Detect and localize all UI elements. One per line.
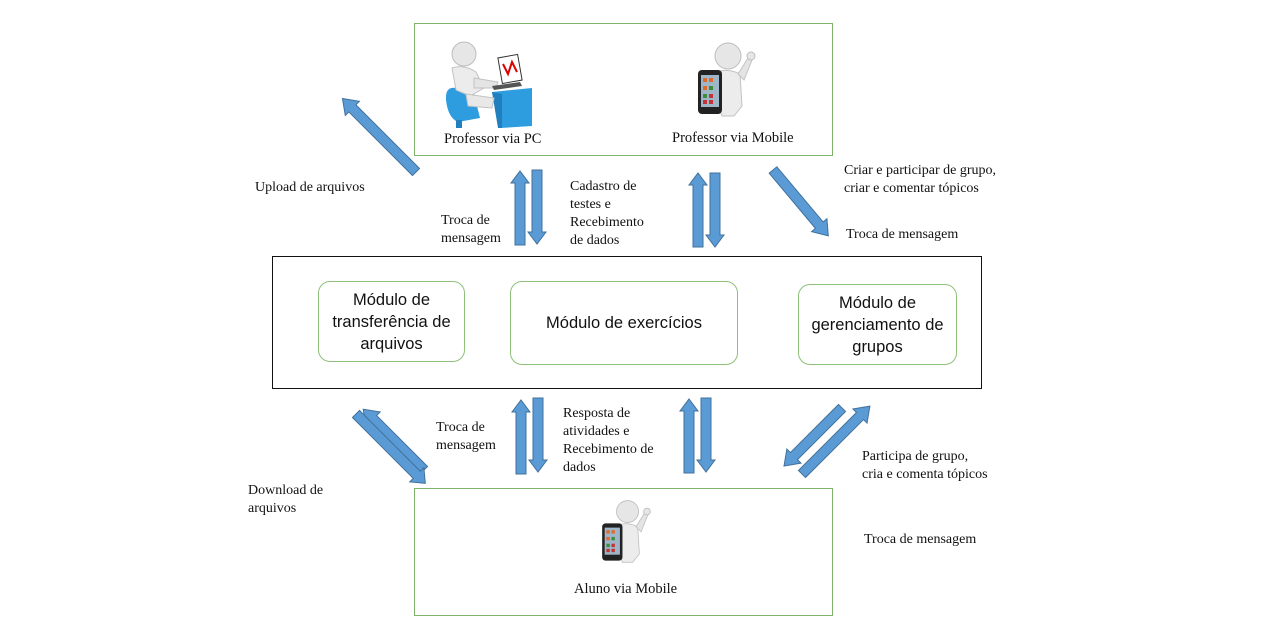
- download-up-arrow: [362, 408, 429, 475]
- cadastro-label: Cadastro de testes e Recebimento de dado…: [570, 179, 644, 248]
- professor-mobile-label: Professor via Mobile: [672, 130, 794, 146]
- troca-mensagem-bottom-label: Troca de mensagem: [436, 420, 496, 453]
- troca-up-arrow: [510, 170, 530, 246]
- resposta-up-arrow: [679, 398, 699, 474]
- module-group-management: Módulo de gerenciamento de grupos: [798, 284, 957, 365]
- troca-bottom-up-arrow: [511, 399, 531, 475]
- module-exercises-label: Módulo de exercícios: [546, 314, 702, 332]
- upload-label: Upload de arquivos: [255, 180, 365, 195]
- module-exercises: Módulo de exercícios: [510, 281, 738, 365]
- person-with-phone-icon: [602, 500, 651, 563]
- resposta-down-arrow: [696, 397, 716, 473]
- criar-grupo-label: Criar e participar de grupo, criar e com…: [844, 163, 996, 196]
- download-down-arrow: [351, 409, 426, 484]
- groups-arrow: [768, 166, 829, 237]
- troca-mensagem-top-label: Troca de mensagem: [441, 213, 501, 246]
- participa-up-arrow: [797, 405, 871, 479]
- module-group-management-label: Módulo de gerenciamento de grupos: [811, 293, 944, 356]
- cadastro-up-arrow: [688, 172, 708, 248]
- module-file-transfer-label: Módulo de transferência de arquivos: [332, 290, 451, 353]
- cadastro-down-arrow: [705, 172, 725, 248]
- professor-pc-label: Professor via PC: [444, 131, 542, 147]
- download-label: Download de arquivos: [248, 483, 324, 516]
- troca-down-arrow: [527, 169, 547, 245]
- troca-bottom-down-arrow: [528, 397, 548, 473]
- person-at-computer-icon: [445, 41, 532, 128]
- aluno-mobile-label: Aluno via Mobile: [574, 581, 678, 597]
- resposta-label: Resposta de atividades e Recebimento de …: [563, 406, 654, 475]
- person-with-phone-icon: [698, 42, 756, 117]
- module-file-transfer: Módulo de transferência de arquivos: [318, 281, 465, 362]
- professor-box: [414, 23, 833, 156]
- upload-arrow: [341, 97, 421, 177]
- participa-label: Participa de grupo, cria e comenta tópic…: [862, 449, 988, 482]
- troca-mensagem-top-right-label: Troca de mensagem: [846, 227, 959, 242]
- troca-mensagem-bottom-right-label: Troca de mensagem: [864, 532, 977, 547]
- participa-down-arrow: [783, 403, 847, 467]
